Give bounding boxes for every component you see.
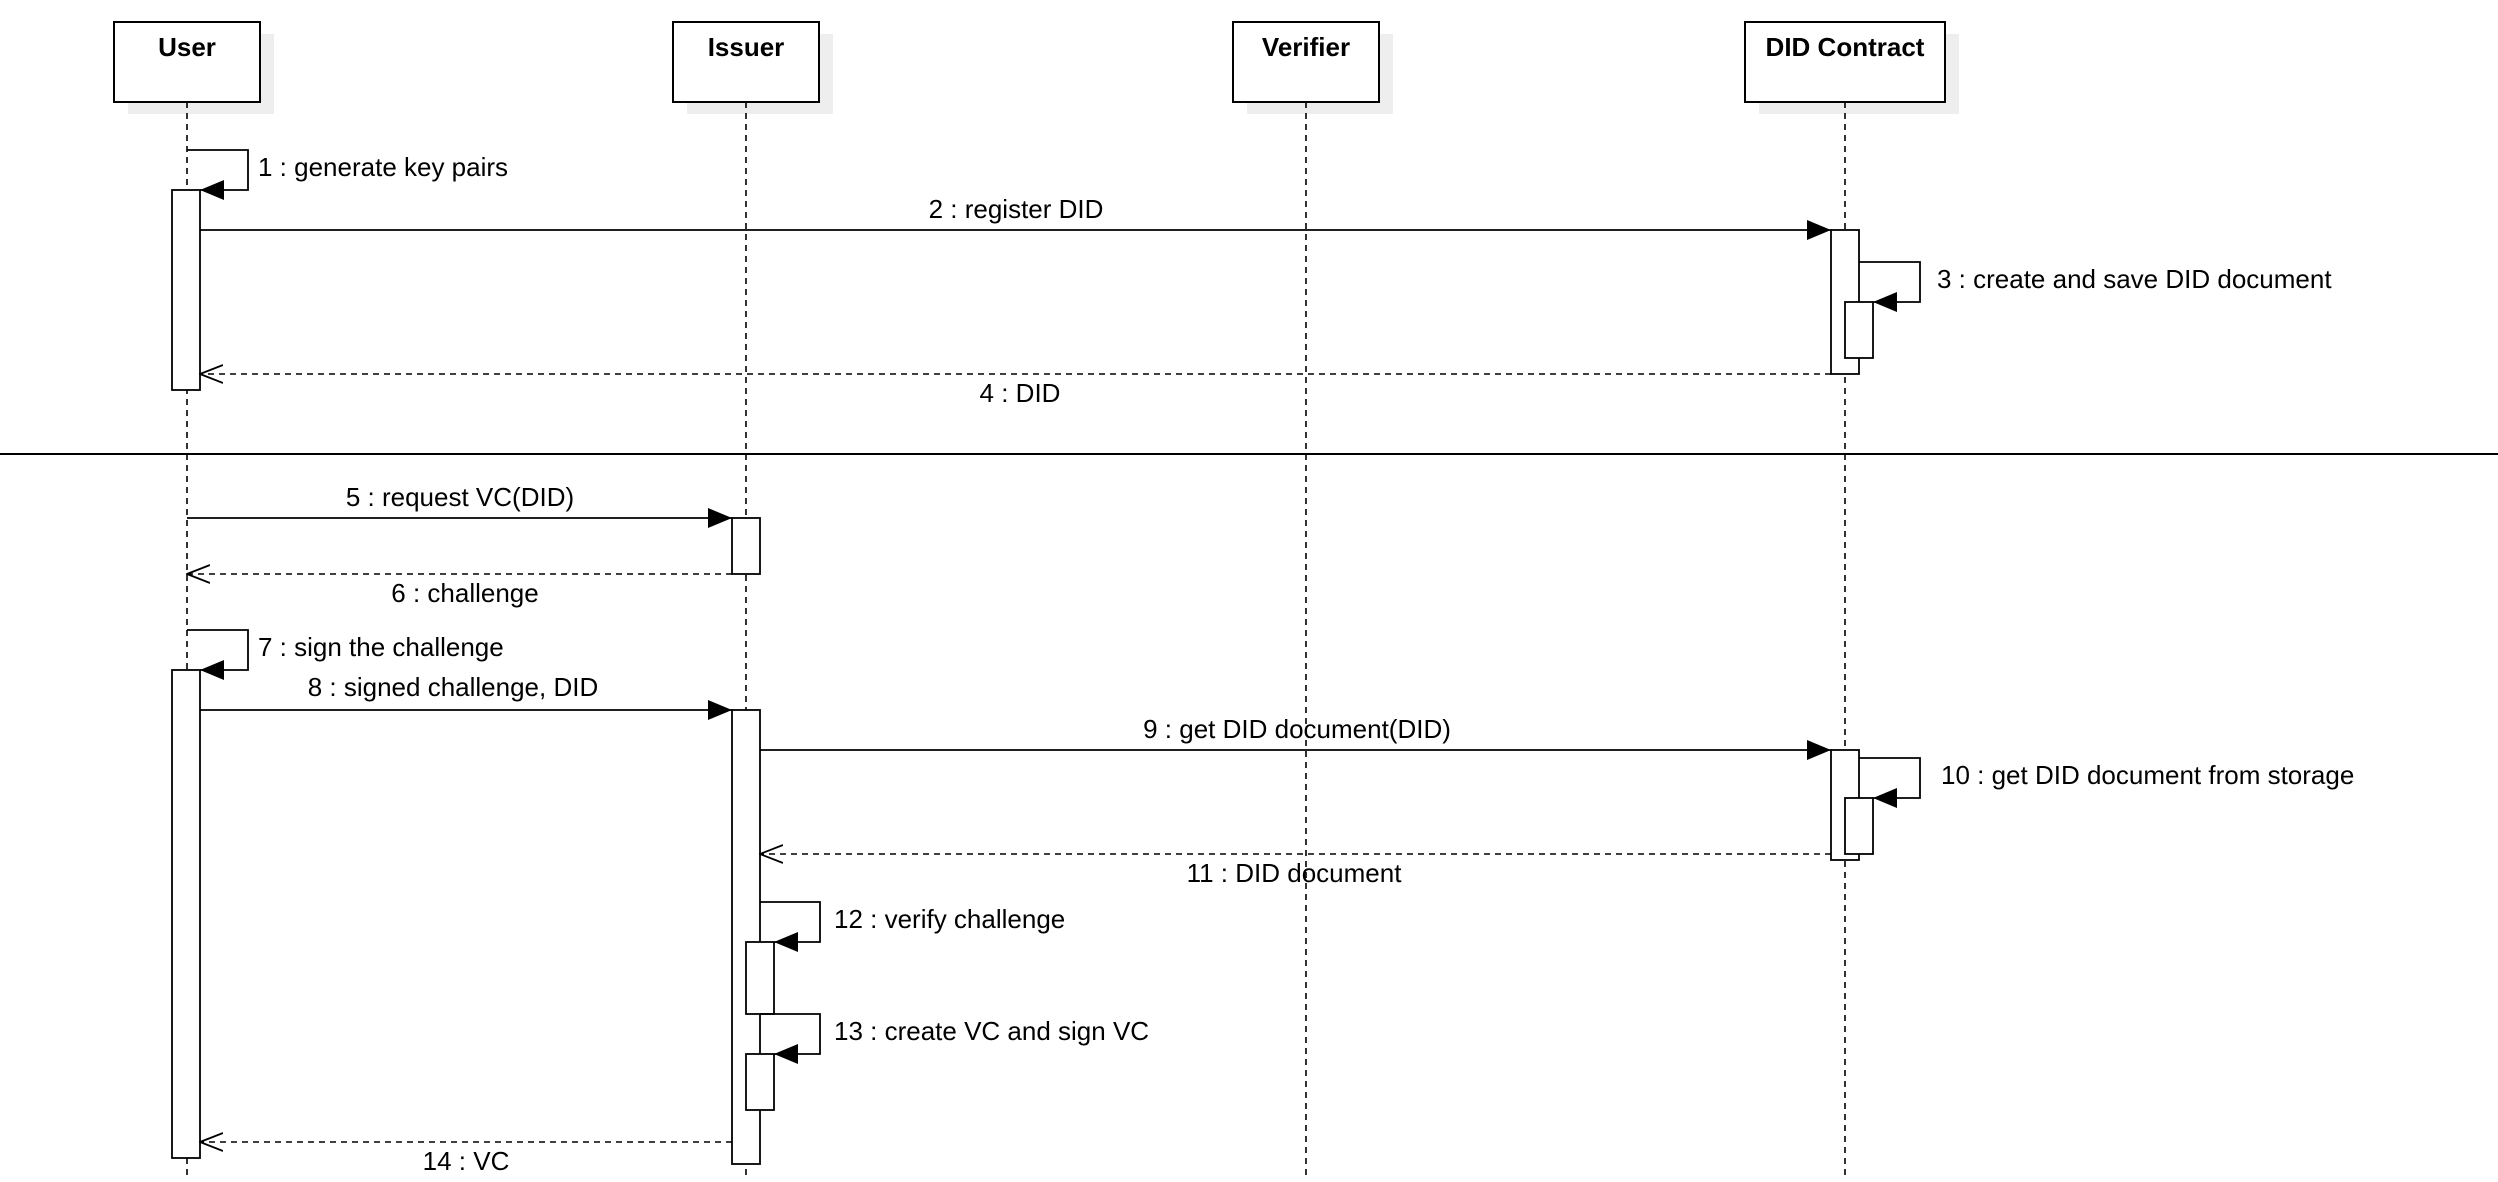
participant-issuer[interactable]: Issuer [672, 21, 833, 114]
message-7-label: 7 : sign the challenge [258, 632, 504, 662]
participant-did-contract-name: DID Contract [1766, 32, 1925, 62]
message-13-arrow [760, 1013, 821, 1064]
participant-verifier[interactable]: Verifier [1232, 21, 1393, 114]
message-10-label: 10 : get DID document from storage [1941, 760, 2354, 790]
activation-bar-issuer-nested-1 [745, 941, 775, 1015]
activation-bar-user-2 [171, 669, 201, 1159]
activation-bar-user-1 [171, 189, 201, 391]
message-6-label: 6 : challenge [391, 578, 538, 608]
participant-user-name: User [158, 32, 216, 62]
participant-verifier-name: Verifier [1262, 32, 1350, 62]
participant-did-contract[interactable]: DID Contract [1744, 21, 1959, 114]
message-2-label: 2 : register DID [929, 194, 1104, 224]
message-12-arrow [760, 901, 821, 952]
message-1-arrow [187, 149, 249, 200]
activation-bar-did-nested-2 [1844, 797, 1874, 855]
message-3-label: 3 : create and save DID document [1937, 264, 2332, 294]
message-13-label: 13 : create VC and sign VC [834, 1016, 1149, 1046]
message-3-arrow [1859, 261, 1921, 312]
message-5-label: 5 : request VC(DID) [346, 482, 574, 512]
message-11-label: 11 : DID document [1187, 858, 1403, 888]
message-10-arrow [1859, 757, 1921, 808]
activation-bar-did-nested-1 [1844, 301, 1874, 359]
participant-issuer-name: Issuer [708, 32, 785, 62]
message-7-arrow [187, 629, 249, 680]
activation-bar-issuer-1 [731, 517, 761, 575]
message-8-label: 8 : signed challenge, DID [308, 672, 599, 702]
activation-bar-issuer-nested-2 [745, 1053, 775, 1111]
message-1-label: 1 : generate key pairs [258, 152, 508, 182]
message-9-label: 9 : get DID document(DID) [1143, 714, 1451, 744]
message-14-label: 14 : VC [423, 1146, 510, 1176]
message-12-label: 12 : verify challenge [834, 904, 1065, 934]
message-4-label: 4 : DID [980, 378, 1061, 408]
participant-user[interactable]: User [113, 21, 274, 114]
